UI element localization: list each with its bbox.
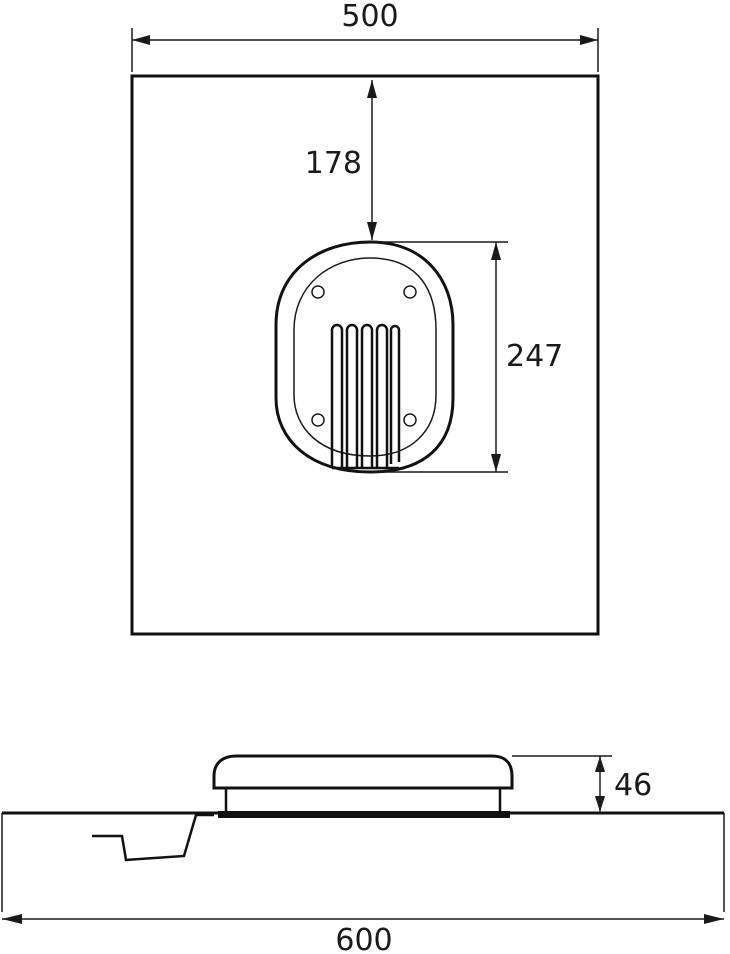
base-width-label: 600 bbox=[335, 923, 392, 954]
vent-flange bbox=[218, 811, 510, 818]
vent-height-label: 247 bbox=[506, 339, 563, 374]
screw-hole-icon bbox=[311, 413, 325, 427]
drip-profile bbox=[92, 813, 214, 862]
vent-cap bbox=[212, 754, 514, 790]
vent-top bbox=[274, 240, 455, 474]
top-view: 500 178 bbox=[130, 0, 600, 636]
width-label: 500 bbox=[341, 0, 398, 34]
screw-hole-icon bbox=[403, 413, 417, 427]
height-label: 46 bbox=[614, 768, 652, 803]
base-plate bbox=[130, 74, 600, 636]
height-dimension: 46 bbox=[512, 755, 652, 812]
screw-hole-icon bbox=[403, 285, 417, 299]
side-view: 46 600 bbox=[1, 754, 725, 954]
width-dimension: 500 bbox=[131, 0, 599, 72]
vent-height-dimension: 247 bbox=[372, 241, 563, 473]
screw-hole-icon bbox=[311, 285, 325, 299]
vent-outer-outline bbox=[274, 240, 455, 474]
offset-label: 178 bbox=[305, 146, 362, 181]
base-width-dimension: 600 bbox=[2, 914, 724, 954]
vent-grille bbox=[330, 323, 401, 470]
vent-inner-outline bbox=[293, 257, 437, 457]
vent-side bbox=[212, 754, 514, 818]
offset-dimension: 178 bbox=[305, 80, 377, 240]
base-sheet bbox=[1, 811, 725, 912]
